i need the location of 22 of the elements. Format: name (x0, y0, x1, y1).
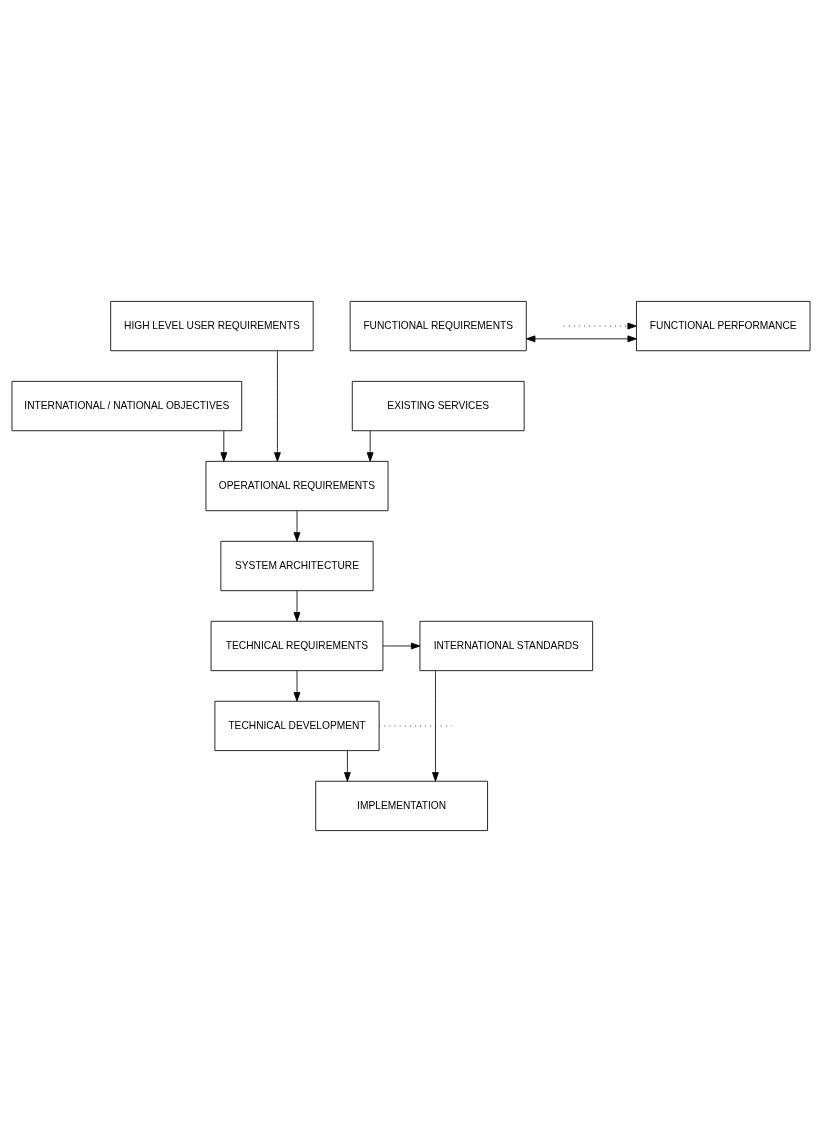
arrow (563, 322, 637, 329)
arrow (293, 509, 301, 542)
node-box: INTERNATIONAL STANDARDS (419, 620, 594, 671)
node-box: OPERATIONAL REQUIREMENTS (205, 460, 389, 511)
arrow (293, 669, 301, 702)
arrow (274, 350, 281, 462)
node-box: SYSTEM ARCHITECTURE (220, 540, 374, 591)
node-box: FUNCTIONAL REQUIREMENTS (349, 300, 527, 351)
node-box: TECHNICAL REQUIREMENTS (210, 620, 384, 671)
arrow (432, 670, 439, 782)
arrow (526, 334, 637, 342)
node-box: TECHNICAL DEVELOPMENT (214, 700, 380, 751)
node-box: INTERNATIONAL / NATIONAL OBJECTIVES (11, 380, 243, 431)
node-box: HIGH LEVEL USER REQUIREMENTS (110, 300, 314, 351)
arrow (344, 749, 351, 781)
arrow (366, 430, 374, 462)
node-box: FUNCTIONAL PERFORMANCE (636, 300, 811, 351)
node-box: EXISTING SERVICES (351, 380, 525, 431)
arrow (220, 430, 228, 462)
arrow (382, 642, 421, 649)
node-box: IMPLEMENTATION (315, 780, 488, 831)
arrow (293, 589, 301, 622)
